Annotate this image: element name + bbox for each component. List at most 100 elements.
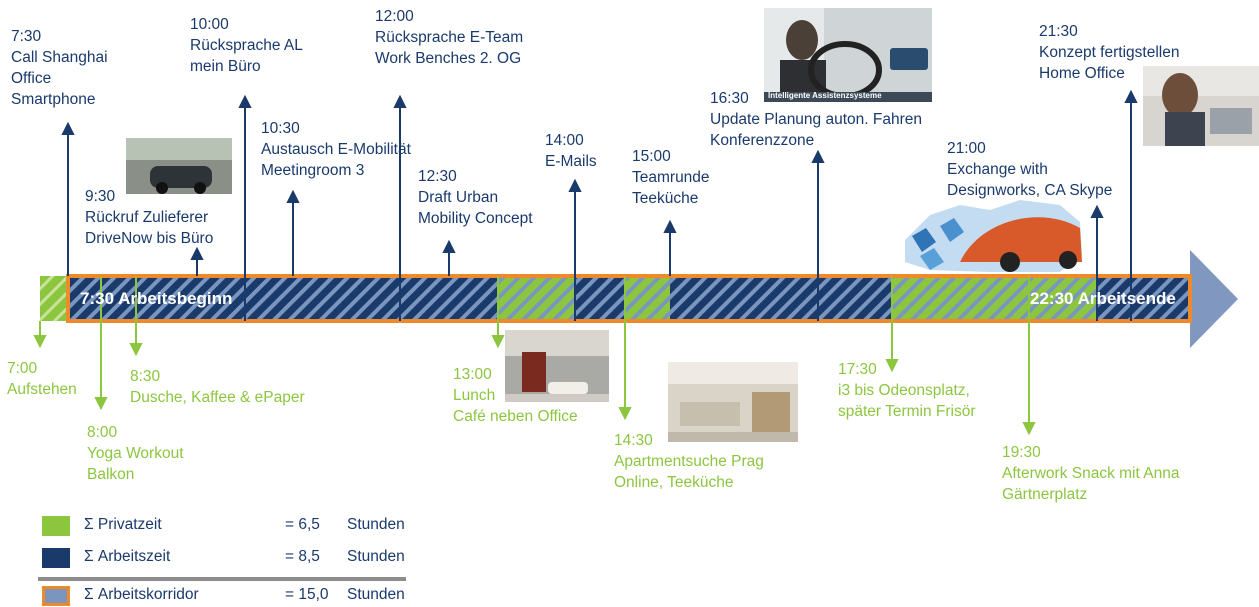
event-time: 10:30 [261, 120, 300, 137]
event-time: 13:00 [453, 366, 492, 383]
segment-private [498, 276, 575, 321]
event-line: Konzept fertigstellen [1039, 44, 1180, 61]
event-line: mein Büro [190, 58, 261, 75]
event-line: Café neben Office [453, 408, 578, 425]
event-work-0930: 9:30 Rückruf Zulieferer DriveNow bis Bür… [85, 186, 213, 249]
event-line: Office [11, 70, 52, 87]
event-line: Konferenzzone [710, 132, 815, 149]
legend-unit: Stunden [347, 586, 405, 603]
segment-work [670, 276, 892, 321]
event-time: 21:00 [947, 140, 986, 157]
event-work-2100: 21:00 Exchange with Designworks, CA Skyp… [947, 138, 1112, 201]
event-work-1500: 15:00 Teamrunde Teeküche [632, 146, 710, 209]
event-time: 7:30 [11, 28, 42, 45]
event-line: DriveNow bis Büro [85, 230, 214, 247]
event-work-2130: 21:30 Konzept fertigstellen Home Office [1039, 21, 1179, 84]
work-corridor-border [66, 274, 1192, 323]
event-time: 7:00 [7, 360, 38, 377]
event-time: 16:30 [710, 90, 749, 107]
event-line: i3 bis Odeonsplatz, [838, 382, 970, 399]
work-start-label: 7:30 Arbeitsbeginn [80, 289, 233, 308]
event-private-1930: 19:30 Afterwork Snack mit Anna Gärtnerpl… [1002, 442, 1179, 505]
legend-private: Σ Privatzeit = 6,5 Stunden [42, 516, 442, 536]
event-time: 12:00 [375, 8, 414, 25]
event-private-0830: 8:30 Dusche, Kaffee & ePaper [130, 366, 305, 408]
event-work-1200: 12:00 Rücksprache E-Team Work Benches 2.… [375, 6, 523, 69]
segment-private-early [40, 276, 68, 321]
segment-work [1097, 276, 1188, 321]
event-time: 14:30 [614, 432, 653, 449]
legend-value: = 6,5 [285, 516, 320, 533]
segment-private [625, 276, 670, 321]
event-line: Rücksprache E-Team [375, 29, 524, 46]
legend-corridor: Σ Arbeitskorridor = 15,0 Stunden [42, 586, 442, 606]
photo-autonomous-driving [764, 8, 932, 102]
photo-cafe [505, 330, 609, 402]
event-line: Mobility Concept [418, 210, 533, 227]
legend-work: Σ Arbeitszeit = 8,5 Stunden [42, 548, 442, 568]
event-work-1400: 14:00 E-Mails [545, 130, 597, 172]
event-line: Meetingroom 3 [261, 162, 365, 179]
legend-name: Σ Privatzeit [84, 516, 162, 533]
event-time: 12:30 [418, 168, 457, 185]
event-time: 19:30 [1002, 444, 1041, 461]
event-private-0700: 7:00 Aufstehen [7, 358, 77, 400]
event-time: 9:30 [85, 188, 116, 205]
event-line: Teamrunde [632, 169, 710, 186]
legend-unit: Stunden [347, 548, 405, 565]
timeline-arrowhead [1190, 250, 1238, 348]
event-line: Call Shanghai [11, 49, 108, 66]
event-line: Update Planung auton. Fahren [710, 111, 922, 128]
event-line: Yoga Workout [87, 445, 184, 462]
event-time: 8:30 [130, 368, 161, 385]
event-line: Lunch [453, 387, 496, 404]
event-line: Work Benches 2. OG [375, 50, 522, 67]
photo-caption: Intelligente Assistenzsysteme [768, 91, 882, 100]
event-line: Austausch E-Mobilität [261, 141, 411, 158]
segment-work [575, 276, 625, 321]
event-line: Designworks, CA Skype [947, 182, 1113, 199]
event-line: Exchange with [947, 161, 1048, 178]
legend-name: Σ Arbeitszeit [84, 548, 171, 565]
corridor-segments [68, 276, 1188, 321]
event-line: Balkon [87, 466, 135, 483]
event-private-1730: 17:30 i3 bis Odeonsplatz, später Termin … [838, 359, 976, 422]
event-line: Rücksprache AL [190, 37, 303, 54]
event-line: Draft Urban [418, 189, 499, 206]
segment-work [68, 276, 498, 321]
photo-car-charging [126, 138, 232, 194]
legend-value: = 8,5 [285, 548, 320, 565]
private-stems [33, 276, 1036, 436]
event-private-0800: 8:00 Yoga Workout Balkon [87, 422, 184, 485]
event-line: Gärtnerplatz [1002, 486, 1088, 503]
photo-apartment [668, 362, 798, 442]
event-time: 8:00 [87, 424, 118, 441]
legend-swatch-corridor [42, 586, 70, 606]
legend-unit: Stunden [347, 516, 405, 533]
event-line: E-Mails [545, 153, 597, 170]
legend-name: Σ Arbeitskorridor [84, 586, 199, 603]
work-stems [61, 89, 1138, 321]
event-line: später Termin Frisör [838, 403, 976, 420]
event-line: Online, Teeküche [614, 474, 734, 491]
event-time: 10:00 [190, 16, 229, 33]
event-work-1000: 10:00 Rücksprache AL mein Büro [190, 14, 303, 77]
event-line: Apartmentsuche Prag [614, 453, 764, 470]
event-time: 15:00 [632, 148, 671, 165]
legend-swatch-private [42, 516, 70, 536]
event-time: 21:30 [1039, 23, 1078, 40]
event-work-1630: 16:30 Update Planung auton. Fahren Konfe… [710, 88, 922, 151]
event-work-1030: 10:30 Austausch E-Mobilität Meetingroom … [261, 118, 411, 181]
event-work-1230: 12:30 Draft Urban Mobility Concept [418, 166, 533, 229]
event-line: Aufstehen [7, 381, 77, 398]
photo-design-car [905, 200, 1082, 272]
event-line: Rückruf Zulieferer [85, 209, 209, 226]
photo-laptop-work [1143, 66, 1259, 146]
event-private-1300: 13:00 Lunch Café neben Office [453, 364, 578, 427]
event-work-0730: 7:30 Call Shanghai Office Smartphone [11, 26, 108, 110]
work-end-label: 22:30 Arbeitsende [1030, 289, 1176, 308]
segment-private [892, 276, 1097, 321]
legend-swatch-work [42, 548, 70, 568]
event-time: 17:30 [838, 361, 877, 378]
